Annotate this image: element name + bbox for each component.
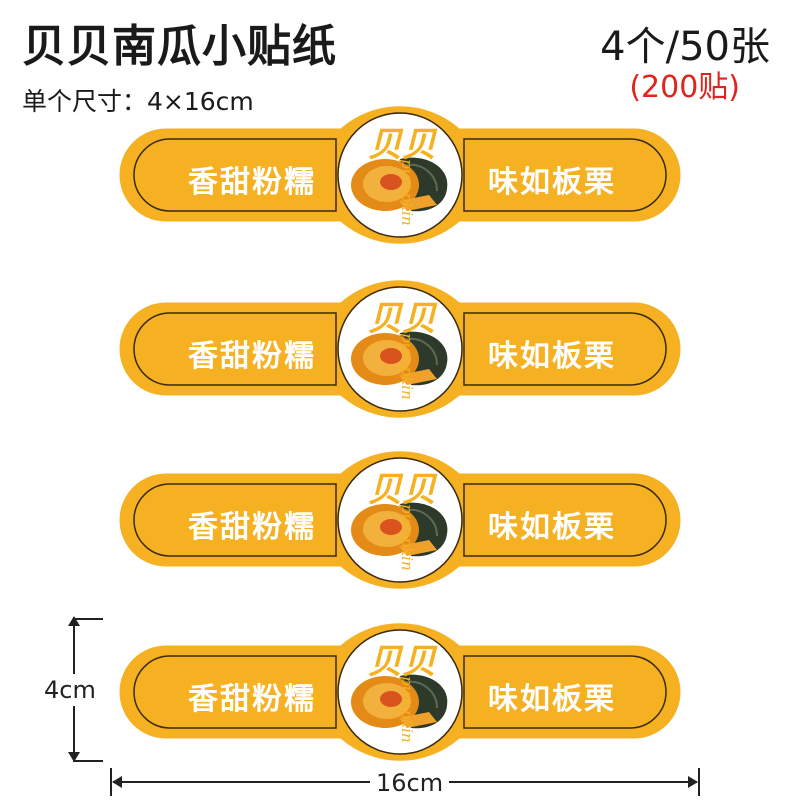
height-dimension-label: 4cm [44,674,96,706]
slogan-left: 香甜粉糯 [188,682,316,717]
sticker-count-label: (200贴) [629,70,740,105]
arrow-up-icon [68,616,80,626]
quantity-label: 4个/50张 [600,24,770,70]
pumpkin-sticker: 贝贝 pumpkin 香甜粉糯 味如板栗 [100,87,700,267]
page-title: 贝贝南瓜小贴纸 [22,21,337,72]
pumpkin-image [351,502,448,557]
slogan-left: 香甜粉糯 [188,510,316,545]
pumpkin-image [351,157,448,212]
pumpkin-word: pumpkin [398,333,416,400]
width-dimension-tick [110,768,112,796]
arrow-right-icon [688,776,698,788]
pumpkin-sticker: 贝贝 pumpkin 香甜粉糯 味如板栗 [100,604,700,784]
brand-name: 贝贝 [368,125,436,165]
width-dimension-tick [698,768,700,796]
slogan-right: 味如板栗 [488,510,616,545]
size-note: 单个尺寸：4×16cm [22,87,254,116]
slogan-right: 味如板栗 [488,339,616,374]
height-dimension-tick [73,760,103,762]
pumpkin-word: pumpkin [398,504,416,571]
slogan-left: 香甜粉糯 [188,165,316,200]
pumpkin-image [351,674,448,729]
brand-name: 贝贝 [368,470,436,510]
arrow-down-icon [68,752,80,762]
pumpkin-word: pumpkin [398,159,416,226]
pumpkin-sticker: 贝贝 pumpkin 香甜粉糯 味如板栗 [100,432,700,612]
slogan-right: 味如板栗 [488,682,616,717]
width-dimension-label: 16cm [370,769,450,797]
pumpkin-image [351,331,448,386]
pumpkin-word: pumpkin [398,676,416,743]
height-dimension-tick [73,618,103,620]
brand-name: 贝贝 [368,299,436,339]
arrow-left-icon [112,776,122,788]
brand-name: 贝贝 [368,642,436,682]
slogan-right: 味如板栗 [488,165,616,200]
pumpkin-sticker: 贝贝 pumpkin 香甜粉糯 味如板栗 [100,261,700,441]
slogan-left: 香甜粉糯 [188,339,316,374]
